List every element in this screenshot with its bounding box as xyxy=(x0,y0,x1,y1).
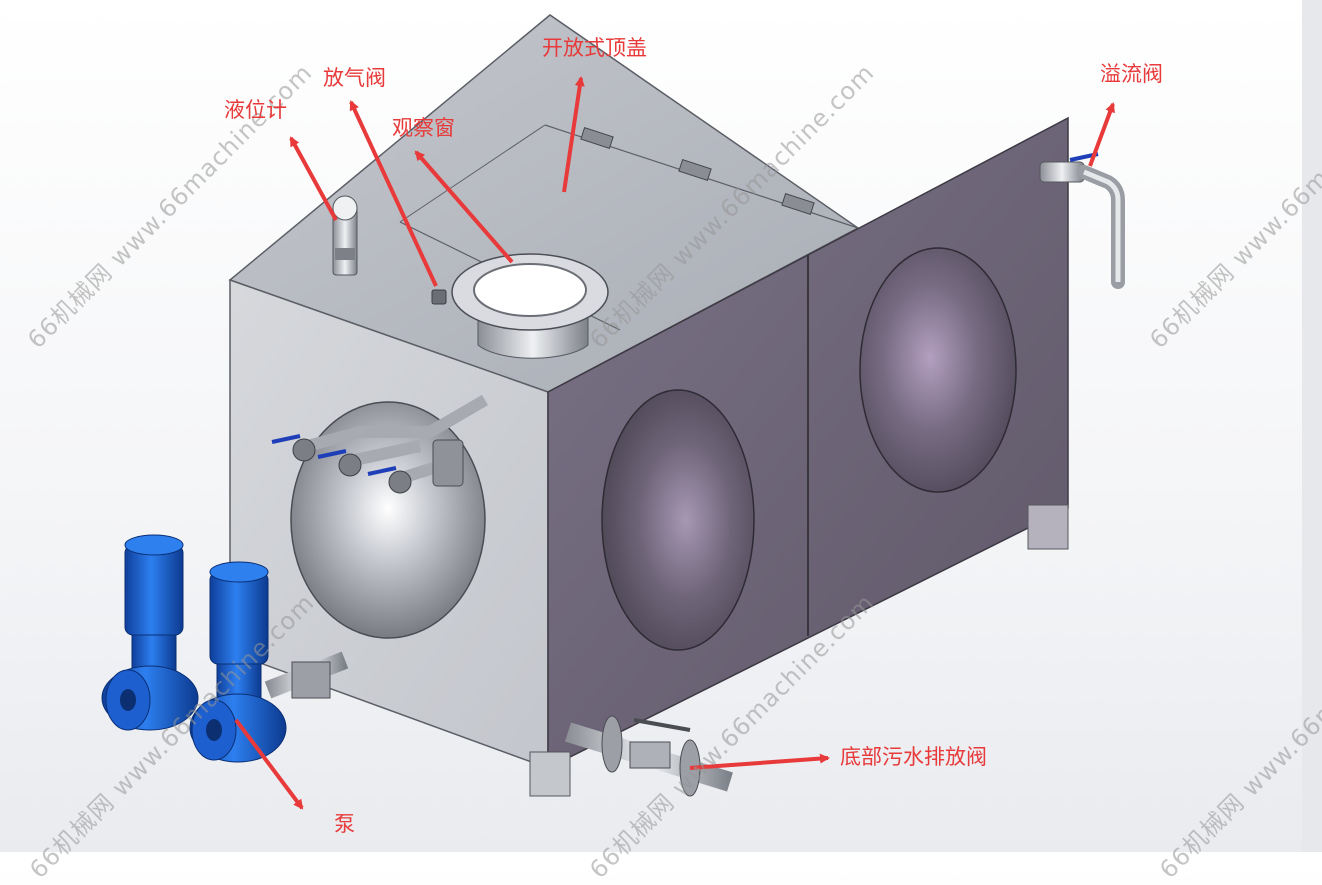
arrow-pump xyxy=(234,718,304,810)
label-level-gauge: 液位计 xyxy=(224,98,287,122)
tank-illustration xyxy=(101,14,1125,810)
observation-window-part xyxy=(451,253,609,359)
label-pump: 泵 xyxy=(334,812,355,836)
callout-arrows xyxy=(234,76,1115,810)
side-dome-right xyxy=(859,247,1017,493)
overflow-valve-part xyxy=(1039,152,1125,289)
arrow-drain-valve xyxy=(689,753,830,770)
label-overflow-valve: 溢流阀 xyxy=(1100,62,1163,86)
drain-valve-part xyxy=(565,715,733,797)
arrow-observation-window xyxy=(414,150,514,264)
label-vent-valve: 放气阀 xyxy=(323,66,386,90)
vent-valve-part xyxy=(431,289,447,305)
arrow-level-gauge xyxy=(289,136,338,221)
arrow-open-top-cover xyxy=(562,76,585,193)
front-valve-cluster xyxy=(271,394,489,494)
arrow-vent-valve xyxy=(349,100,438,287)
label-open-top-cover: 开放式顶盖 xyxy=(542,36,647,60)
arrow-overflow-valve xyxy=(1088,102,1115,167)
tank-diagram: 66机械网 www.66machine.com 66机械网 www.66mach… xyxy=(22,0,1322,884)
label-bottom-drain-valve: 底部污水排放阀 xyxy=(840,745,987,769)
level-gauge-part xyxy=(332,195,358,276)
pump-left-part xyxy=(101,534,199,731)
scrollbar-track xyxy=(1302,0,1322,852)
pump-right-part xyxy=(189,561,349,763)
label-observation-window: 观察窗 xyxy=(392,116,455,140)
side-dome-left xyxy=(601,389,755,651)
